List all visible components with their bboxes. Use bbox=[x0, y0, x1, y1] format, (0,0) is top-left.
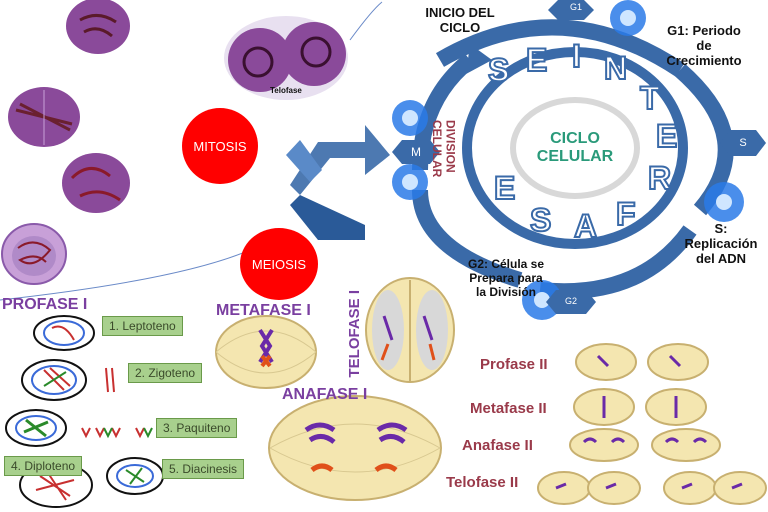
telofase-1-title: TELOFASE I bbox=[346, 290, 363, 378]
stage-leptoteno: 1. Leptoteno bbox=[102, 316, 183, 336]
stage-paquiteno: 3. Paquiteno bbox=[156, 418, 237, 438]
ring-letter: E bbox=[656, 118, 677, 155]
metafase-1-title: METAFASE I bbox=[216, 302, 311, 320]
stage-diacinesis: 5. Diacinesis bbox=[162, 459, 244, 479]
division-celular-label: DIVISION CELULAR bbox=[430, 120, 456, 177]
meiosis-label: MEIOSIS bbox=[252, 257, 306, 272]
anafase-1-cell bbox=[269, 396, 441, 500]
profase-cells bbox=[6, 316, 163, 507]
mitosis-cell-4 bbox=[2, 224, 66, 284]
mitosis-cell-2 bbox=[8, 87, 80, 147]
mitosis-cell-3 bbox=[62, 153, 130, 213]
stage-diploteno: 4. Diploteno bbox=[4, 456, 82, 476]
mitosis-label: MITOSIS bbox=[193, 139, 246, 154]
m-badge: M bbox=[402, 145, 430, 159]
s-label: S: Replicación del ADN bbox=[674, 222, 768, 267]
g1-badge: G1 bbox=[558, 2, 594, 12]
anafase-2-label: Anafase II bbox=[462, 437, 533, 454]
ring-letter: E bbox=[526, 42, 547, 79]
mitosis-node[interactable]: MITOSIS bbox=[182, 108, 258, 184]
ring-letter: R bbox=[648, 160, 671, 197]
metafase-2-label: Metafase II bbox=[470, 400, 547, 417]
ring-letter: S bbox=[488, 52, 509, 89]
ring-letter: F bbox=[616, 196, 636, 233]
profase-1-title: PROFASE I bbox=[2, 296, 87, 314]
ring-letter: N bbox=[604, 50, 627, 87]
mitosis-cell-1 bbox=[66, 0, 130, 54]
ring-letter: S bbox=[530, 202, 551, 239]
anafase-1-title: ANAFASE I bbox=[282, 386, 367, 404]
ciclo-celular-title: CICLO CELULAR bbox=[520, 130, 630, 166]
s-badge: S bbox=[730, 137, 756, 149]
ring-letter: I bbox=[572, 38, 581, 75]
telofase-1-cell bbox=[366, 278, 454, 382]
ring-letter: E bbox=[494, 170, 515, 207]
inicio-label: INICIO DEL CICLO bbox=[412, 6, 508, 36]
branch-arrow bbox=[286, 125, 390, 240]
meiosis-node[interactable]: MEIOSIS bbox=[240, 228, 318, 300]
telofase-small-label: Telofase bbox=[270, 86, 302, 95]
ring-letter: T bbox=[640, 80, 660, 117]
profase-2-label: Profase II bbox=[480, 356, 548, 373]
ring-letter: A bbox=[574, 208, 597, 245]
g2-label: G2: Célula se Prepara para la División bbox=[452, 258, 560, 299]
telofase-2-label: Telofase II bbox=[446, 474, 518, 491]
stage-zigoteno: 2. Zigoteno bbox=[128, 363, 202, 383]
metafase-1-cell bbox=[216, 316, 316, 388]
g1-label: G1: Periodo de Crecimiento bbox=[654, 24, 754, 69]
meiosis-2-cells bbox=[538, 344, 766, 504]
g2-badge: G2 bbox=[556, 296, 586, 306]
